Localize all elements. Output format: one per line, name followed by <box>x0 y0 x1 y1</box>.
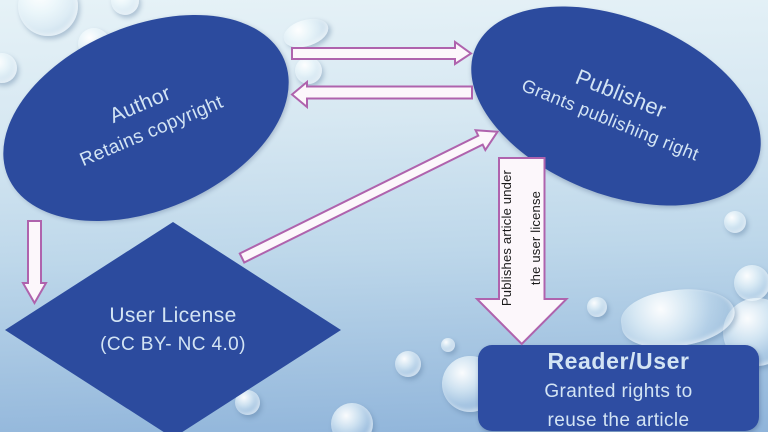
user-license-label: User License (CC BY- NC 4.0) <box>100 301 246 359</box>
water-droplet <box>280 13 332 53</box>
water-droplet <box>587 297 607 317</box>
reader-title: Reader/User <box>547 348 690 374</box>
water-droplet <box>734 265 768 301</box>
node-author: Author Retains copyright <box>0 0 321 262</box>
user-license-subtitle: (CC BY- NC 4.0) <box>100 334 246 355</box>
water-droplet <box>331 403 373 432</box>
water-droplet <box>18 0 78 36</box>
water-droplet <box>441 338 455 352</box>
water-droplet <box>395 351 421 377</box>
reader-subtitle-2: reuse the article <box>547 410 690 431</box>
arrow-publisher-to-author-icon <box>290 79 473 110</box>
water-droplet <box>0 53 17 83</box>
arrow-author-to-license-icon <box>21 220 48 306</box>
water-droplet <box>111 0 139 15</box>
node-publisher: Publisher Grants publishing right <box>442 0 768 245</box>
node-user-license: User License (CC BY- NC 4.0) <box>5 222 341 432</box>
water-droplet <box>724 211 746 233</box>
user-license-title: User License <box>109 304 237 327</box>
reader-subtitle-1: Granted rights to <box>544 381 693 402</box>
publish-note: Publishes article under the user license <box>492 140 550 336</box>
publish-note-line-2: the user license <box>528 190 543 286</box>
water-droplet <box>617 282 739 354</box>
publish-note-line-1: Publishes article under <box>499 169 514 307</box>
arrow-license-to-publisher-icon <box>238 129 500 264</box>
arrow-author-to-publisher-icon <box>291 40 473 66</box>
author-label: Author Retains copyright <box>64 61 228 174</box>
water-droplet <box>295 57 322 84</box>
node-reader-user: Reader/User Granted rights to reuse the … <box>478 345 759 431</box>
